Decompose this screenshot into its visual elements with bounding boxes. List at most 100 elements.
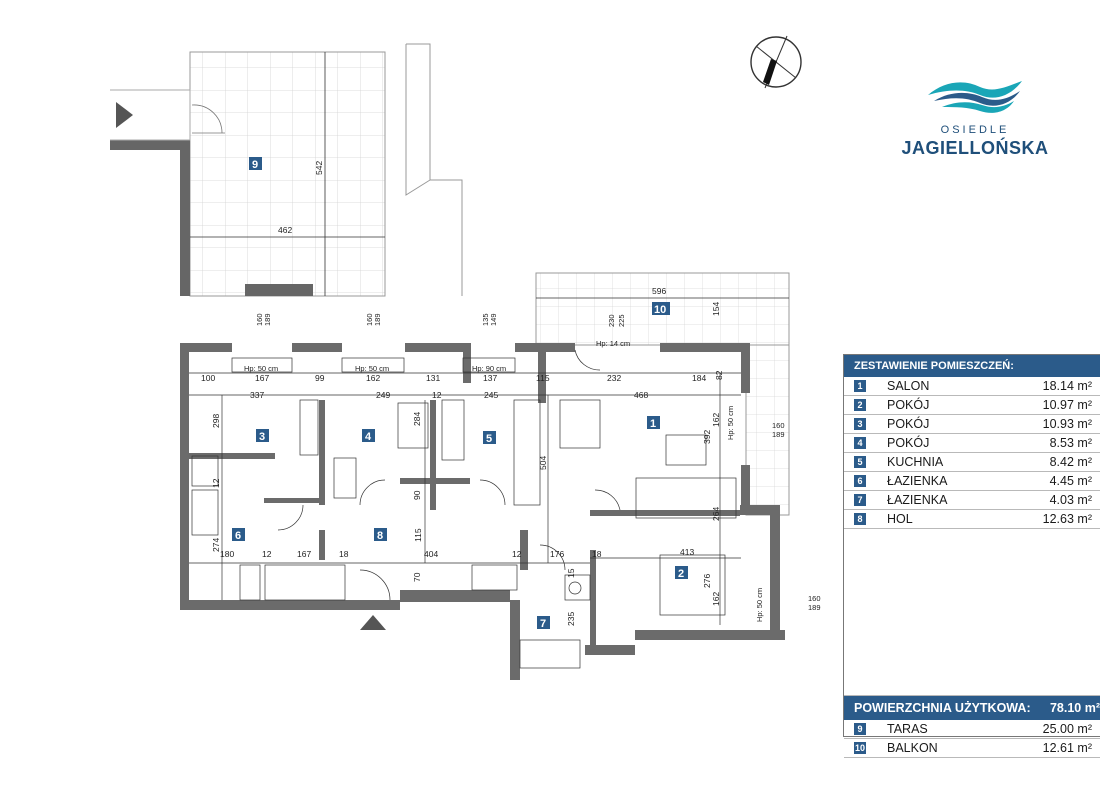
table-row: 3 POKÓJ 10.93 m² (844, 415, 1100, 434)
table-heading: ZESTAWIENIE POMIESZCZEŃ: (844, 355, 1100, 377)
window-5-size-b: 149 (489, 313, 498, 326)
window-5-size-a: 135 (481, 313, 490, 326)
window-3-size-b: 189 (263, 313, 272, 326)
dim-row-b-3: 12 (432, 390, 442, 400)
room-name: TARAS (887, 722, 928, 736)
room-badge-4: 4 (365, 431, 372, 443)
dim-salon-height: 392 (702, 430, 712, 444)
dim-row-b-4: 245 (484, 390, 498, 400)
dim-w3-inner: 167 (255, 373, 269, 383)
entrance-arrow-icon (116, 102, 133, 128)
dim-bath-height: 274 (211, 538, 221, 552)
room-badge-9: 9 (252, 159, 258, 171)
table-spacer (844, 529, 1100, 696)
room-name: ŁAZIENKA (887, 474, 948, 488)
room-badge-2: 2 (678, 568, 684, 580)
room-name: POKÓJ (887, 417, 930, 431)
window-4-size-a: 160 (365, 313, 374, 326)
dim-wc-15: 15 (566, 568, 576, 578)
room-badge-8: 8 (377, 530, 383, 542)
dim-row-c-2: 12 (262, 549, 272, 559)
room-area: 25.00 m² (1042, 722, 1092, 736)
dim-row-a-3: 131 (426, 373, 440, 383)
balcony-window-note: Hp: 14 cm (596, 339, 630, 348)
table-row: 2 POKÓJ 10.97 m² (844, 396, 1100, 415)
room-area: 8.53 m² (1049, 436, 1092, 450)
room-number-badge: 7 (854, 494, 866, 506)
room-number-badge: 2 (854, 399, 866, 411)
room-badge-7: 7 (540, 618, 546, 630)
dim-row-b-1: 337 (250, 390, 264, 400)
dim-row-b-5: 468 (634, 390, 648, 400)
interior-lines (189, 349, 741, 669)
north-arrow-icon (750, 35, 802, 89)
room-badge-1: 1 (650, 418, 656, 430)
room-badge-5: 5 (486, 433, 492, 445)
terrace-width-dim: 462 (278, 225, 292, 235)
dim-row-c-7: 176 (550, 549, 564, 559)
window-annotations: Hp: 50 cm Hp: 50 cm Hp: 90 cm 160 189 16… (244, 313, 821, 622)
room-area: 4.45 m² (1049, 474, 1092, 488)
dim-row-c-8: 18 (592, 549, 602, 559)
dim-room3-small: 12 (211, 478, 221, 488)
room-number-badge: 3 (854, 418, 866, 430)
dim-row-c-4: 18 (339, 549, 349, 559)
apartment-walls (180, 343, 785, 680)
dim-w5-inner: 137 (483, 373, 497, 383)
room-name: SALON (887, 379, 930, 393)
wave-logo-icon (928, 81, 1022, 113)
room-summary-table: ZESTAWIENIE POMIESZCZEŃ: 1 SALON 18.14 m² 2… (843, 354, 1100, 758)
balcony-width-dim: 596 (652, 286, 666, 296)
dim-row-b-2: 249 (376, 390, 390, 400)
floor-plan: 462 542 596 154 230 225 Hp: 14 cm (110, 35, 821, 680)
dim-row-a-5: 232 (607, 373, 621, 383)
usable-area-label: POWIERZCHNIA UŻYTKOWA: (854, 701, 1031, 715)
salon-window-size-b: 189 (772, 430, 785, 439)
terrace-height-dim: 542 (314, 161, 324, 175)
dim-room3-height: 298 (211, 414, 221, 428)
room-number-badge: 4 (854, 437, 866, 449)
room-number-badge: 1 (854, 380, 866, 392)
room-number-badge: 8 (854, 513, 866, 525)
room-badge-10: 10 (654, 304, 666, 316)
dim-row-a-2: 99 (315, 373, 325, 383)
dim-row-a-6: 184 (692, 373, 706, 383)
balcony: 596 154 230 225 Hp: 14 cm (535, 272, 790, 516)
window-5-note: Hp: 90 cm (472, 364, 506, 373)
dim-row-a-4: 115 (536, 373, 550, 383)
table-row: 1 SALON 18.14 m² (844, 377, 1100, 396)
room-area: 12.63 m² (1042, 512, 1092, 526)
dim-row-a-1: 100 (201, 373, 215, 383)
dim-row-c-9: 413 (680, 547, 694, 557)
terrace: 462 542 (110, 43, 463, 297)
salon-window-size-a: 160 (772, 421, 785, 430)
room-area: 12.61 m² (1042, 741, 1092, 755)
dim-salon-height-2: 162 (711, 413, 721, 427)
dim-row-a-7: 82 (714, 370, 724, 380)
room2-window-note: Hp: 50 cm (755, 588, 764, 622)
usable-area-row: POWIERZCHNIA UŻYTKOWA: 78.10 m² (844, 696, 1100, 720)
room-area: 4.03 m² (1049, 493, 1092, 507)
balcony-window-size-a: 230 (607, 314, 616, 327)
dim-room2-height-2: 162 (711, 592, 721, 606)
room-area: 10.97 m² (1042, 398, 1092, 412)
room-area: 18.14 m² (1042, 379, 1092, 393)
dim-room4-height: 284 (412, 412, 422, 426)
room-area: 10.93 m² (1042, 417, 1092, 431)
room2-window-size-a: 160 (808, 594, 821, 603)
balcony-window-size-b: 225 (617, 314, 626, 327)
usable-area-value: 78.10 m² (1049, 701, 1100, 715)
dim-room2-height: 276 (702, 574, 712, 588)
room-name: POKÓJ (887, 398, 930, 412)
room-name: ŁAZIENKA (887, 493, 948, 507)
brand-logo: OSIEDLE JAGIELLOŃSKA (900, 0, 1050, 158)
dim-row-c-3: 167 (297, 549, 311, 559)
room-area: 8.42 m² (1049, 455, 1092, 469)
dim-small-70: 70 (412, 572, 422, 582)
window-3-size-a: 160 (255, 313, 264, 326)
